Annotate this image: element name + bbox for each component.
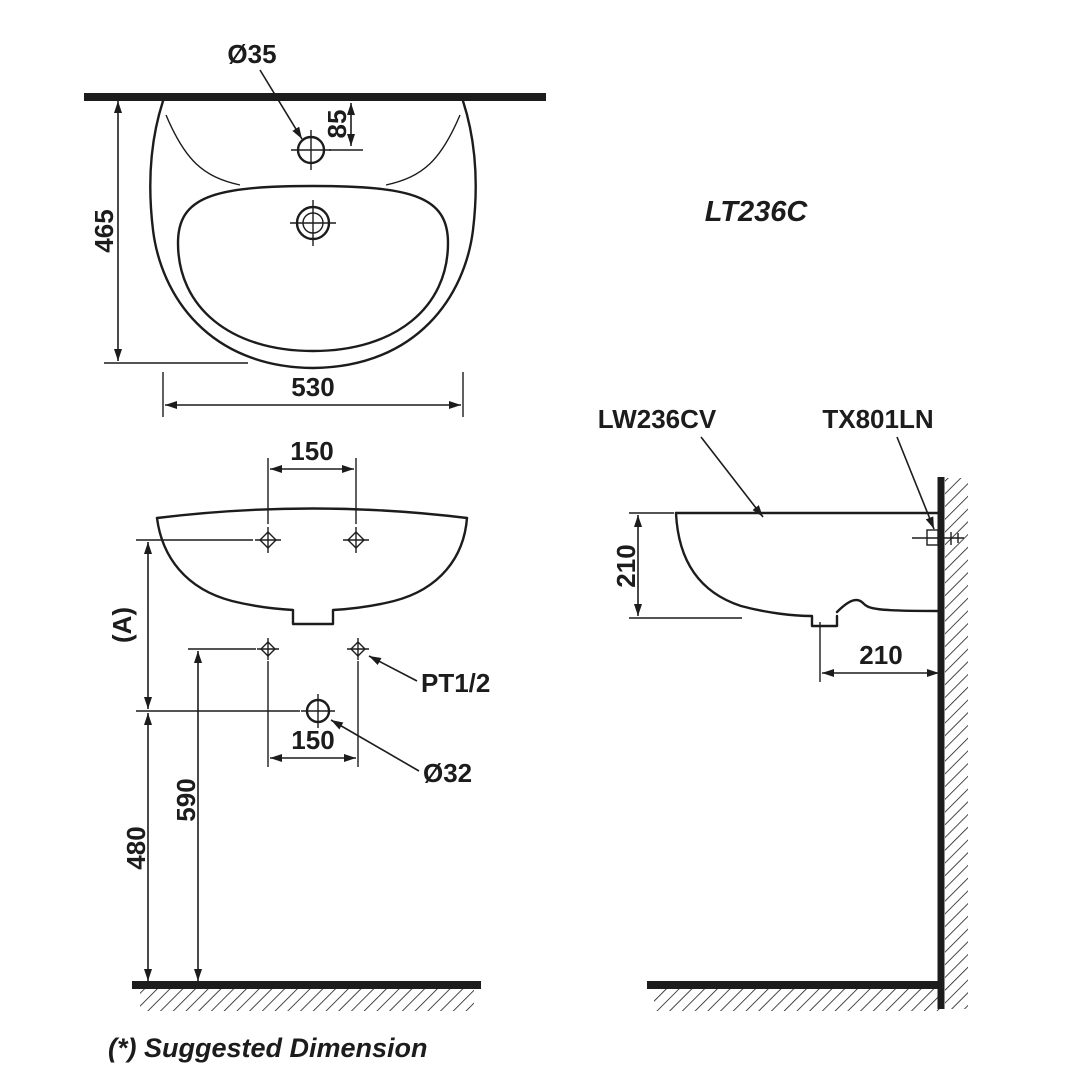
basin-outer-outline bbox=[149, 99, 477, 370]
wall-hatch bbox=[945, 478, 968, 1009]
label-fitting-code: TX801LN bbox=[822, 404, 933, 434]
dim-faucet-offset: 85 bbox=[322, 110, 352, 139]
bowl-outline bbox=[176, 184, 450, 353]
faucet-hole-left-symbol bbox=[255, 527, 281, 553]
dim-overall-depth: 465 bbox=[89, 209, 119, 252]
floor-hatch-front bbox=[140, 989, 474, 1011]
leader-faucet-hole bbox=[259, 69, 303, 140]
dim-basin-height: 210 bbox=[611, 544, 641, 587]
basin-front-outline bbox=[155, 516, 469, 626]
top-view: Ø35 85 465 530 bbox=[84, 39, 546, 417]
rim-ledge-left bbox=[165, 114, 241, 186]
bolt-hole-right-symbol bbox=[347, 638, 369, 660]
side-view: LT236C LW236CV TX801LN 210 210 bbox=[598, 196, 968, 1011]
rim-ledge-right bbox=[385, 114, 461, 186]
wall-bolt-symbol bbox=[912, 529, 964, 546]
leader-fitting-code bbox=[896, 436, 935, 530]
label-basin-code: LW236CV bbox=[598, 404, 717, 434]
label-supply-thread: PT1/2 bbox=[421, 668, 490, 698]
label-drain-diameter: Ø32 bbox=[423, 758, 472, 788]
leader-supply-thread bbox=[368, 655, 418, 682]
dim-drain-height: 480 bbox=[121, 826, 151, 869]
bolt-hole-left-symbol bbox=[257, 638, 279, 660]
dim-bolt-hole-spacing: 150 bbox=[291, 725, 334, 755]
dim-faucet-hole-spacing: 150 bbox=[290, 436, 333, 466]
floor-hatch-side bbox=[654, 989, 940, 1011]
basin-underside-to-wall bbox=[835, 598, 940, 614]
model-label: LT236C bbox=[705, 196, 809, 228]
dim-bolt-height: 590 bbox=[171, 778, 201, 821]
dim-drain-wall-distance: 210 bbox=[859, 640, 902, 670]
basin-side-profile bbox=[674, 511, 839, 628]
front-view: 150 (A) 590 480 150 PT1/2 Ø32 bbox=[107, 436, 490, 1011]
dim-overall-width: 530 bbox=[291, 372, 334, 402]
leader-basin-code bbox=[700, 436, 764, 518]
faucet-hole-right-symbol bbox=[343, 527, 369, 553]
deck-front-edge bbox=[155, 507, 469, 520]
footnote: (*) Suggested Dimension bbox=[108, 1033, 428, 1063]
dim-faucet-hole-diameter: Ø35 bbox=[227, 39, 276, 69]
dim-height-a: (A) bbox=[107, 607, 137, 643]
leader-drain-diameter bbox=[330, 719, 420, 772]
